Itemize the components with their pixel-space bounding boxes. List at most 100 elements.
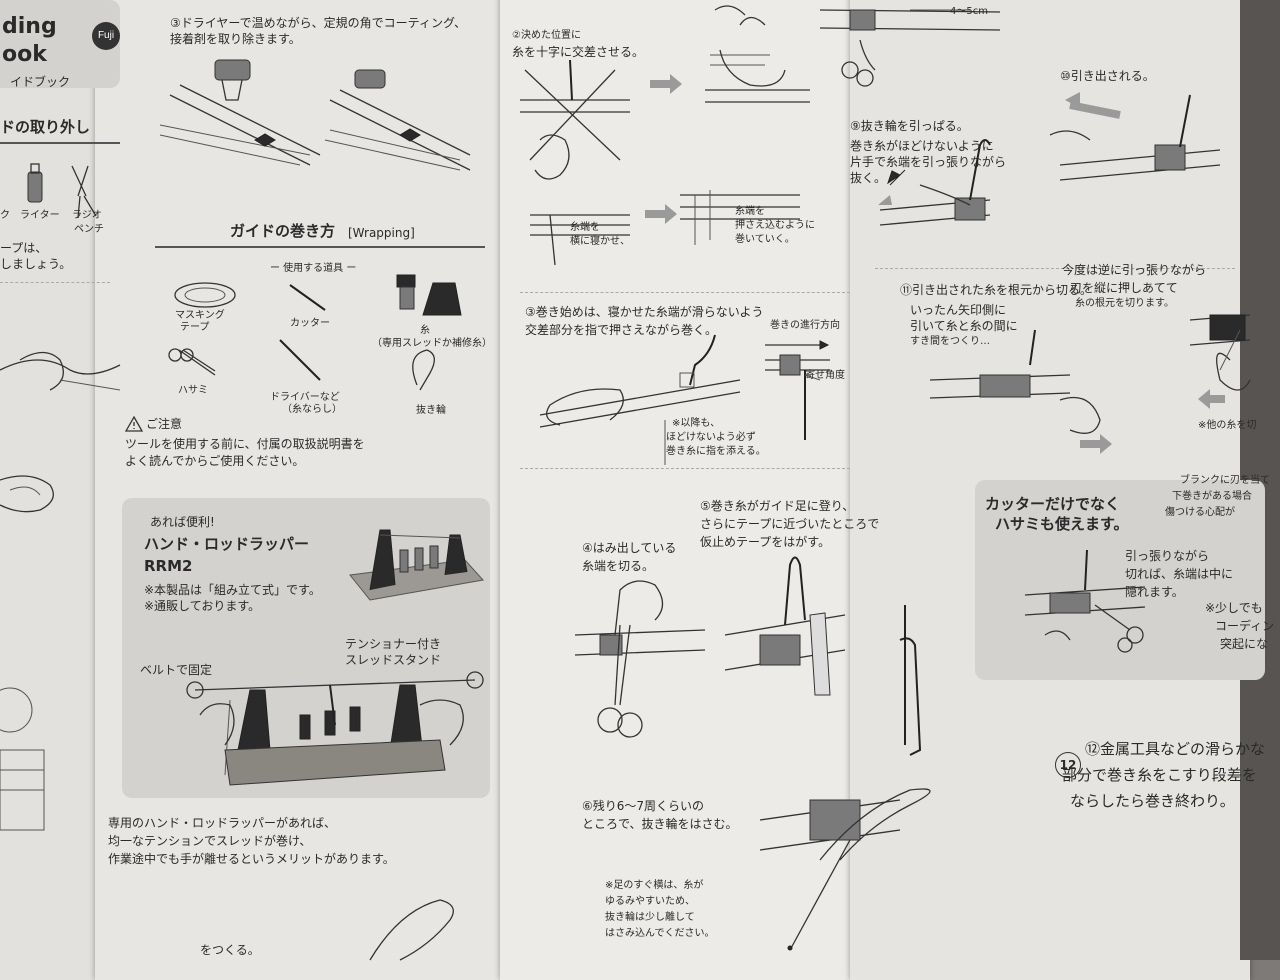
wrapping-heading-en: [Wrapping]: [348, 226, 415, 240]
title-line-2: ook: [2, 42, 47, 67]
tool-masking-label-1: マスキング: [175, 310, 225, 321]
step3-wrap-illustration: [539, 334, 830, 465]
tool-scissors-label: ハサミ: [178, 385, 208, 396]
tool-thread-label-2: （専用スレッドか補修糸）: [372, 338, 492, 349]
rod-wrapper-label: あれば便利!: [150, 515, 215, 529]
little-note-2: コーディン: [1215, 619, 1275, 633]
little-note-3: 突起にな: [1220, 637, 1269, 651]
step9-line-2: 巻き糸がほどけないように: [850, 139, 994, 153]
blank-note-1: ブランクに刃を当て: [1180, 475, 1270, 486]
step2-line-2: 糸を十字に交差させる。: [512, 45, 645, 59]
wrapping-heading: ガイドの巻き方: [230, 222, 336, 240]
step12-line-1: ⑫金属工具などの滑らかな: [1085, 740, 1266, 758]
press-label-2: 押さえ込むように: [735, 220, 815, 231]
belt-label: ベルトで固定: [140, 663, 213, 677]
rod-wrapper-title: ハンド・ロッドラッパー: [144, 535, 310, 553]
dryer-coating-illustration: [159, 59, 471, 171]
step11-line-5: 今度は逆に引っ張りながら: [1062, 263, 1207, 277]
press-label-3: 巻いていく。: [735, 234, 795, 245]
foot-note-2: ゆるみやすいため、: [605, 896, 695, 907]
tip-title-2: ハサミも使えます。: [995, 515, 1129, 533]
foot-note-4: はさみ込んでください。: [605, 928, 715, 939]
dimension-label: 4〜5cm: [950, 6, 988, 17]
wrap-note-3: 巻き糸に指を添える。: [666, 446, 766, 457]
step5-line-2: さらにテープに近づいたところで: [700, 517, 880, 531]
step2-line-1: ②決めた位置に: [512, 30, 581, 41]
step6-loop-illustration: [759, 788, 931, 951]
tensioner-label-1: テンショナー付き: [345, 637, 442, 651]
left-dashed-divider: [0, 282, 110, 283]
col4-divider-1: [875, 268, 1235, 269]
tip-box: [975, 480, 1265, 680]
lay-label-1: 糸端を: [570, 222, 600, 233]
wrap-note-2: ほどけないよう必ず: [666, 432, 756, 443]
foot-note-1: ※足のすぐ横は、糸が: [605, 880, 704, 891]
step3-wrap-line-1: ③巻き始めは、寝かせた糸端が滑らないよう: [525, 305, 764, 319]
left-note-1: ープは、: [0, 241, 48, 255]
wrapping-tools-illustration: [168, 274, 462, 391]
tensioner-label-2: スレッドスタンド: [345, 653, 442, 667]
left-bottom-illustration: [0, 687, 45, 831]
foot-note-3: 抜き輪は少し離して: [605, 912, 695, 923]
bottom-loop-illustration: [369, 899, 454, 961]
angle-label: 寄せ角度: [805, 370, 845, 381]
caution-title: ご注意: [146, 417, 183, 431]
bottom-cut-text: をつくる。: [200, 943, 260, 957]
rod-wrapper-product-photo: [349, 529, 484, 601]
step2-cross-illustration: [520, 5, 810, 266]
tip-title-1: カッターだけでなく: [985, 495, 1121, 513]
little-note-1: ※少しでも: [1205, 601, 1263, 615]
removal-tools-illustration: [27, 163, 97, 219]
step4-line-1: ④はみ出している: [582, 541, 677, 555]
step11-line-1: ⑪引き出された糸を根元から切る。: [900, 283, 1093, 297]
step4-5-illustration: [574, 556, 906, 745]
step12-line-2: 部分で巻き糸をこすり段差を: [1062, 766, 1257, 784]
left-note-2: しましょう。: [0, 257, 72, 271]
pull-note-3: 隠れます。: [1125, 585, 1184, 599]
step3-dryer-line-2: 接着剤を取り除きます。: [170, 32, 301, 46]
section-heading-removal: ドの取り外し: [0, 118, 91, 136]
lay-label-2: 横に寝かせ、: [570, 236, 630, 247]
tools-subheading: ー 使用する道具 ー: [270, 263, 357, 274]
step9-10-illustration: [878, 92, 1221, 226]
col3-divider-1: [520, 292, 850, 293]
step12-line-3: ならしたら巻き終わり。: [1070, 792, 1235, 810]
section-rule: [0, 142, 120, 144]
warning-icon: [124, 415, 144, 432]
rod-wrapper-note-1: ※本製品は「組み立て式」です。: [144, 583, 321, 597]
left-hand-illustration: [0, 351, 121, 391]
rod-wrapper-diagram: [186, 671, 484, 786]
tool-lighter-label: ライター: [20, 210, 60, 221]
step11-line-3: 引いて糸と糸の間に: [910, 319, 1018, 333]
step6-line-2: ところで、抜き輪をはさむ。: [582, 817, 738, 831]
other-thread-note: ※他の糸を切: [1198, 420, 1257, 431]
rod-wrapper-model: RRM2: [144, 557, 193, 575]
leaflet-panel-2: [95, 0, 510, 980]
step9-line-4: 抜く。: [850, 171, 887, 185]
title-subtitle: イドブック: [10, 75, 71, 89]
pull-note-1: 引っ張りながら: [1125, 549, 1210, 563]
tool-driver-label-1: ドライバーなど: [270, 392, 340, 403]
step9-line-1: ⑨抜き輪を引っぱる。: [850, 119, 969, 133]
step4-line-2: 糸端を切る。: [582, 559, 655, 573]
step9-line-3: 片手で糸端を引っ張りながら: [850, 155, 1007, 169]
direction-label: 巻きの進行方向: [770, 320, 840, 331]
blank-note-3: 傷つける心配が: [1165, 507, 1235, 518]
step5-line-3: 仮止めテープをはがす。: [700, 535, 831, 549]
pull-note-2: 切れば、糸端は中に: [1125, 567, 1234, 581]
step11-line-2: いったん矢印側に: [910, 303, 1007, 317]
tool-loop-label: 抜き輪: [416, 405, 446, 416]
wrap-note-1: ※以降も、: [672, 418, 721, 429]
caution-line-2: よく読んでからご使用ください。: [125, 454, 305, 468]
press-label-1: 糸端を: [735, 206, 765, 217]
tool-pliers-label-2: ペンチ: [74, 224, 104, 235]
step11-line-4: すき間をつくり…: [910, 336, 990, 347]
step3-wrap-line-2: 交差部分を指で押さえながら巻く。: [525, 323, 718, 337]
tip-scissors-illustration: [1024, 549, 1146, 653]
step11-line-6: 刃を縦に押しあてて: [1070, 281, 1178, 295]
step5-tape-strip: [899, 637, 922, 756]
step10-label: ⑩引き出される。: [1060, 69, 1155, 83]
step11-line-7: 糸の根元を切ります。: [1075, 298, 1174, 309]
tool-prefix-label: ク: [0, 210, 10, 221]
step5-line-1: ⑤巻き糸がガイド足に登り、: [700, 499, 855, 513]
